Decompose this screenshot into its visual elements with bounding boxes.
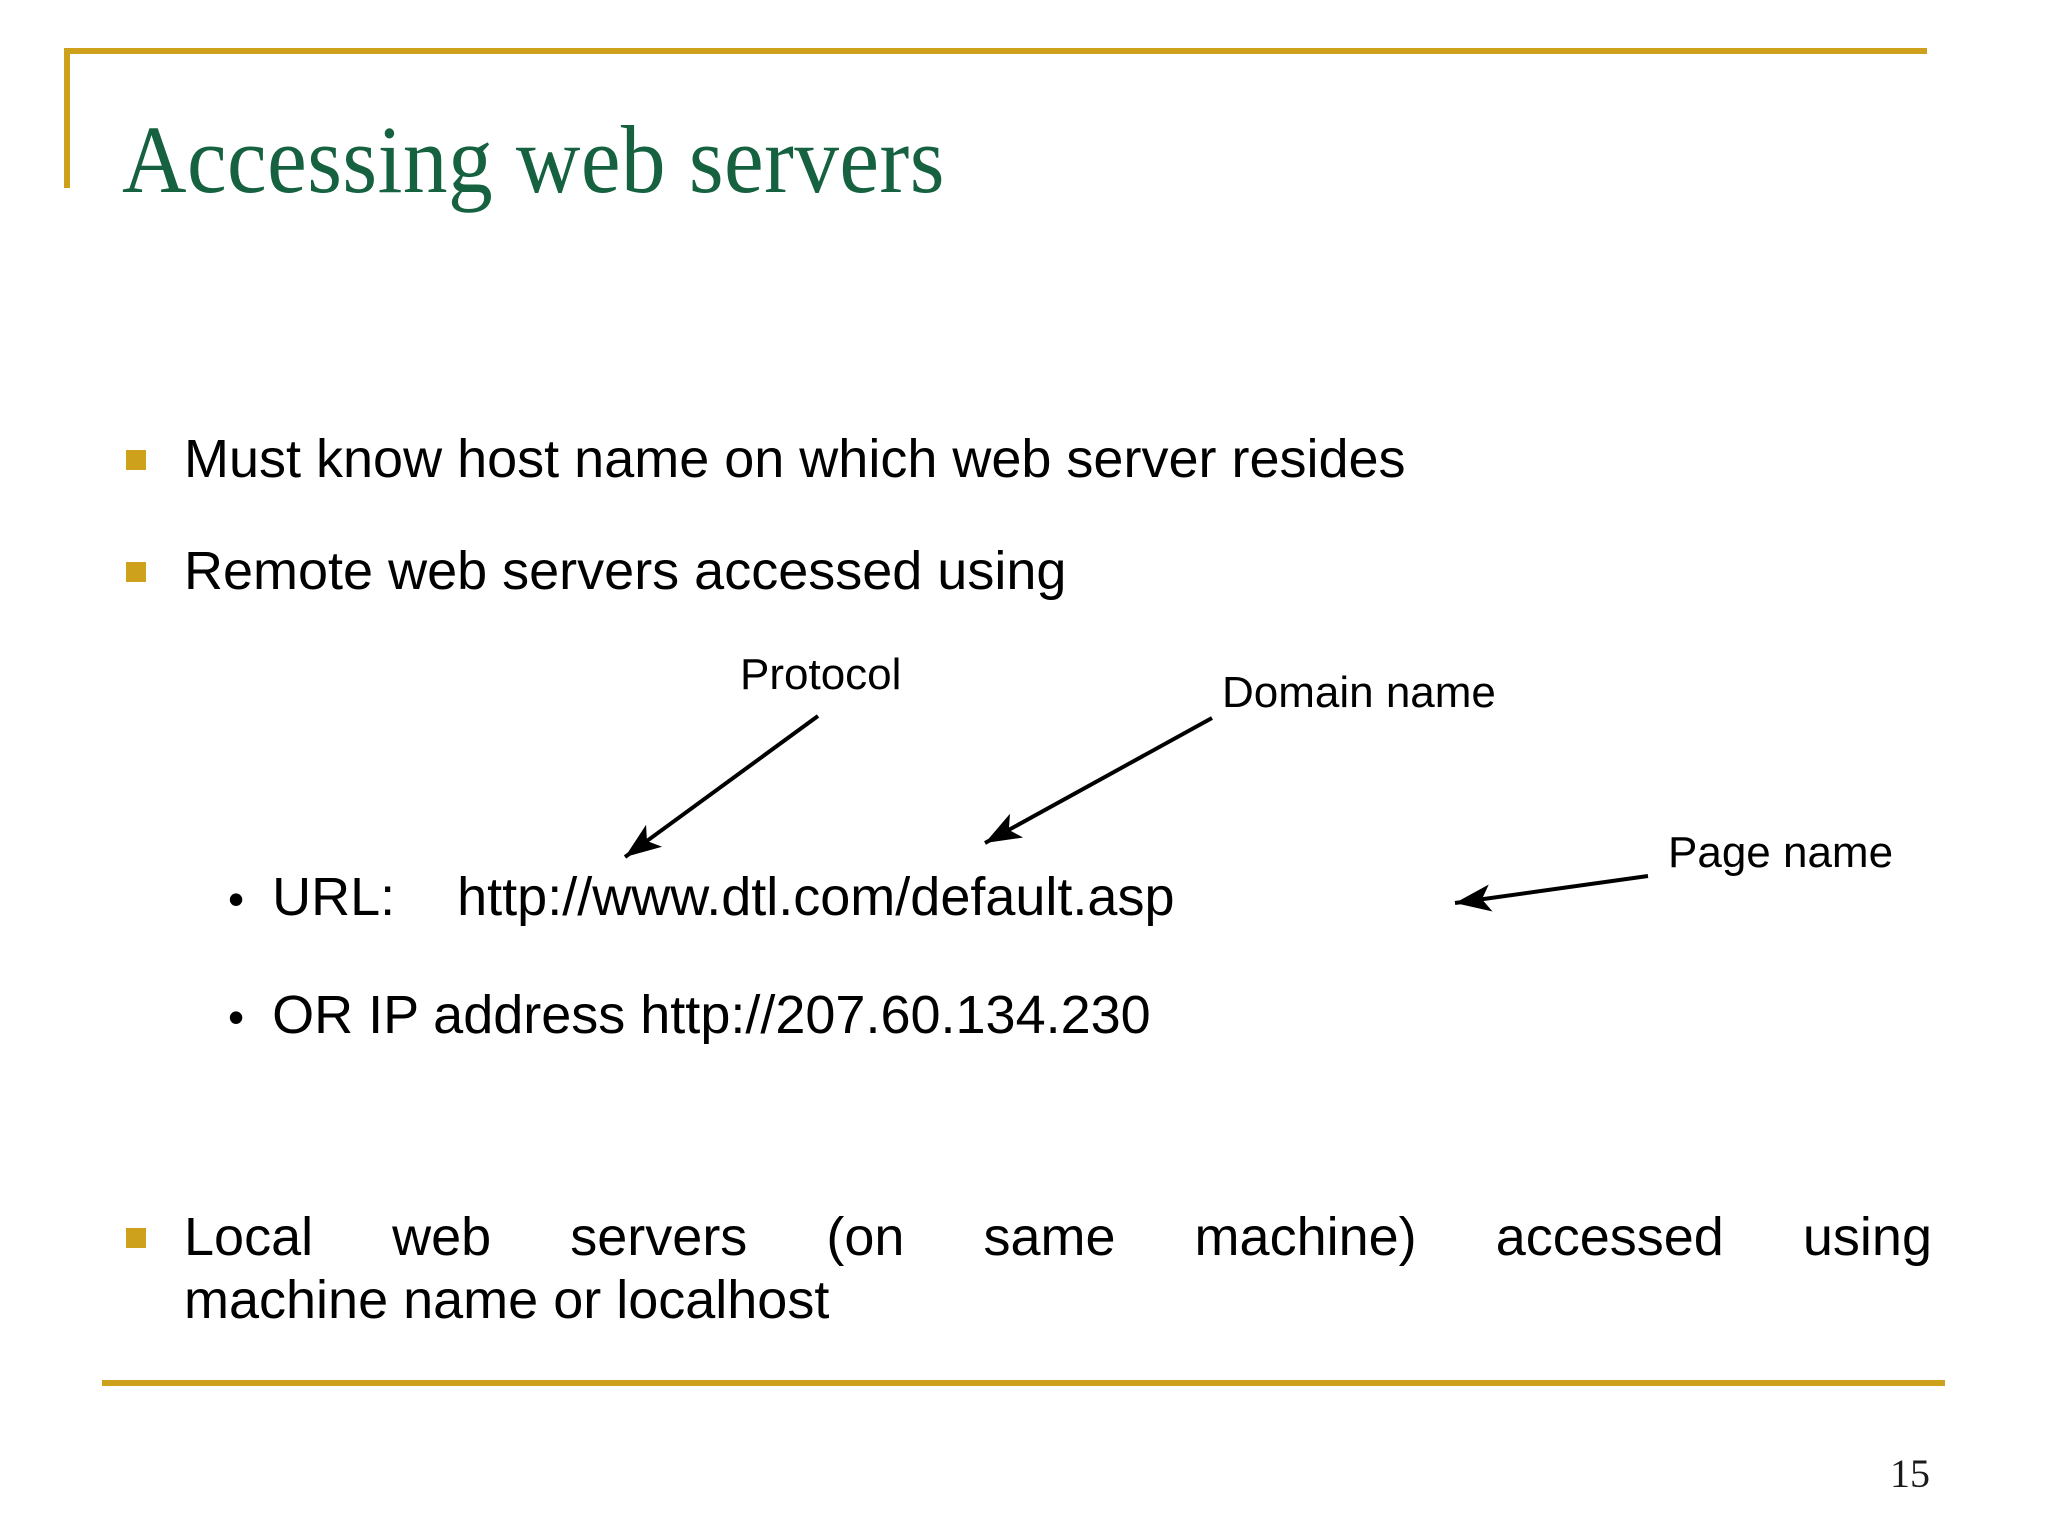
gold-rule-left (64, 48, 70, 188)
callout-label-domain-name: Domain name (1222, 668, 1496, 717)
square-bullet-icon (126, 562, 146, 582)
bullet-item-2-label: Remote web servers accessed using (184, 541, 1067, 601)
page-title: Accessing web servers (122, 106, 945, 213)
bullet-item-1: Must know host name on which web server … (126, 428, 1406, 491)
bullet-item-3-line-1: Local web servers (on same machine) acce… (184, 1207, 1932, 1267)
callout-label-page-name: Page name (1668, 828, 1894, 877)
bullet-item-2: Remote web servers accessed using (126, 540, 1066, 603)
arrow-domain-name (984, 716, 1213, 845)
callout-label-protocol: Protocol (740, 650, 902, 699)
bullet-item-3-label: Local web servers (on same machine) acce… (184, 1206, 1932, 1331)
square-bullet-icon (126, 450, 146, 470)
dot-bullet-icon: • (228, 873, 245, 925)
sub-bullet-url-label: URL: (272, 867, 396, 927)
sub-bullet-url-value: http://www.dtl.com/default.asp (457, 867, 1175, 927)
bullet-item-1-label: Must know host name on which web server … (184, 429, 1406, 489)
bullet-item-3-line-2: machine name or localhost (184, 1269, 830, 1330)
sub-bullet-ip-label: OR IP address http://207.60.134.230 (272, 985, 1151, 1045)
arrow-protocol (623, 714, 820, 859)
gold-rule-bottom (102, 1380, 1945, 1386)
dot-bullet-icon: • (228, 991, 245, 1043)
page-number: 15 (1890, 1451, 1930, 1496)
bullet-item-3: Local web servers (on same machine) acce… (126, 1206, 1936, 1331)
sub-bullet-ip: • OR IP address http://207.60.134.230 (228, 984, 1151, 1046)
gold-rule-top (64, 48, 1927, 54)
square-bullet-icon (126, 1228, 146, 1248)
arrow-page-name (1454, 874, 1649, 912)
sub-bullet-url: • URL: http://www.dtl.com/default.asp (228, 866, 1175, 928)
